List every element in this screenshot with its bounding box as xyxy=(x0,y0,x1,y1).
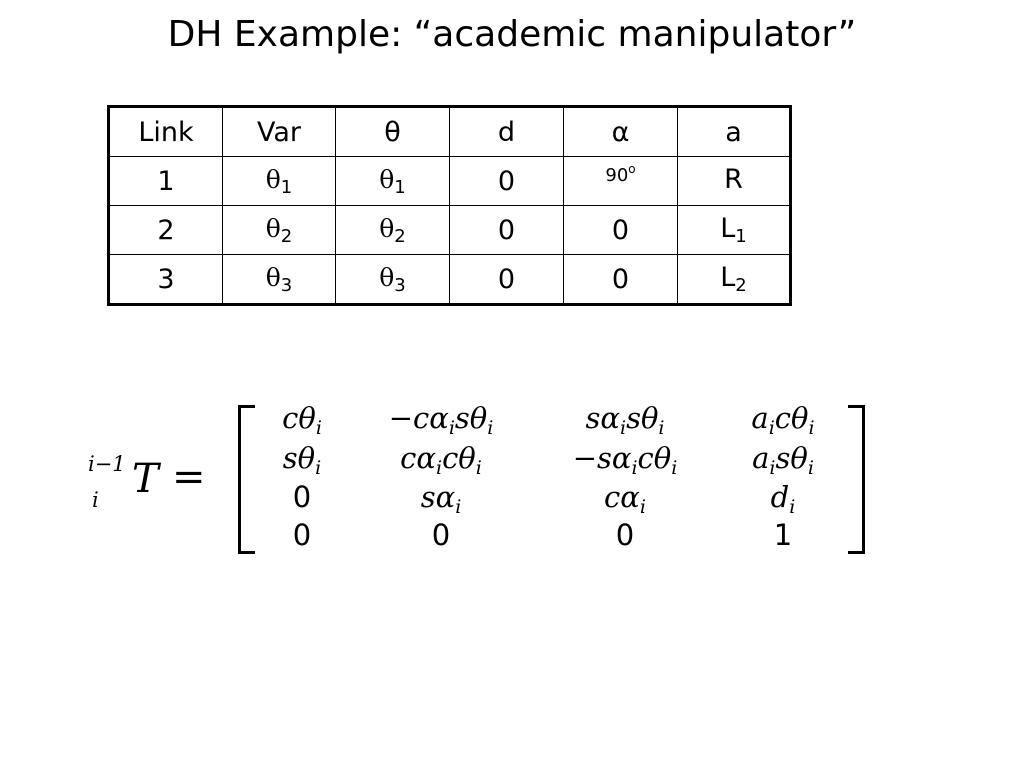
matrix-entry-r1c4: aicθi xyxy=(751,401,815,439)
matrix-entry-r4c1: 0 xyxy=(292,518,312,552)
equals-sign: = xyxy=(172,454,206,500)
cell-var: θ1 xyxy=(222,156,336,206)
header-d: d xyxy=(449,106,564,157)
theta-symbol: θ xyxy=(379,263,395,292)
lhs-pre-subscript: i xyxy=(92,488,99,512)
cell-d: 0 xyxy=(449,156,564,206)
lhs-pre-superscript: i−1 xyxy=(88,452,126,476)
var-symbol: θ xyxy=(265,214,281,243)
matrix-entry-r3c4: di xyxy=(770,480,796,518)
a-value: L xyxy=(720,213,736,244)
cell-d: 0 xyxy=(449,254,564,305)
cell-a: L2 xyxy=(677,254,791,305)
theta-symbol: θ xyxy=(379,165,395,194)
matrix-entry-r1c3: sαisθi xyxy=(585,401,665,439)
cell-a: R xyxy=(677,156,791,206)
var-symbol: θ xyxy=(265,165,281,194)
table-row: 3 θ3 θ3 0 0 L2 xyxy=(108,254,791,305)
cell-theta: θ3 xyxy=(335,254,450,305)
matrix-entry-r2c3: −sαicθi xyxy=(572,441,678,479)
cell-link: 3 xyxy=(108,254,223,305)
matrix-entry-r4c3: 0 xyxy=(615,518,635,552)
left-bracket xyxy=(238,405,255,554)
a-value: L xyxy=(720,262,736,293)
cell-alpha: 0 xyxy=(563,205,678,255)
right-bracket xyxy=(848,405,865,554)
degree-superscript: o xyxy=(628,161,636,176)
matrix-entry-r4c2: 0 xyxy=(431,518,451,552)
matrix-entry-r2c1: sθi xyxy=(282,441,322,479)
matrix-entry-r4c4: 1 xyxy=(773,518,793,552)
var-subscript: 3 xyxy=(280,275,293,296)
header-theta: θ xyxy=(335,106,450,157)
matrix-entry-r3c3: cαi xyxy=(604,480,646,518)
a-subscript: 1 xyxy=(735,226,747,247)
theta-symbol: θ xyxy=(379,214,395,243)
matrix-entry-r2c4: aisθi xyxy=(752,441,814,479)
var-subscript: 2 xyxy=(280,226,293,247)
header-alpha: α xyxy=(563,106,678,157)
matrix-entry-r1c1: cθi xyxy=(282,401,322,439)
theta-subscript: 2 xyxy=(394,226,406,247)
a-subscript: 2 xyxy=(735,275,747,296)
var-symbol: θ xyxy=(265,263,281,292)
slide-title: DH Example: “academic manipulator” xyxy=(167,14,857,55)
cell-link: 1 xyxy=(108,156,223,206)
cell-alpha: 90o xyxy=(563,156,678,206)
a-value: R xyxy=(724,164,743,195)
dh-parameter-table: Link Var θ d α a 1 θ1 θ1 0 90o R 2 θ2 θ2… xyxy=(107,105,792,306)
var-subscript: 1 xyxy=(280,177,293,198)
cell-a: L1 xyxy=(677,205,791,255)
table-row: 1 θ1 θ1 0 90o R xyxy=(108,156,791,206)
table-row: 2 θ2 θ2 0 0 L1 xyxy=(108,205,791,255)
cell-var: θ2 xyxy=(222,205,336,255)
theta-subscript: 3 xyxy=(394,275,406,296)
matrix-entry-r3c1: 0 xyxy=(292,480,312,514)
cell-link: 2 xyxy=(108,205,223,255)
cell-d: 0 xyxy=(449,205,564,255)
matrix-entry-r3c2: sαi xyxy=(420,480,462,518)
theta-subscript: 1 xyxy=(394,177,406,198)
matrix-entry-r1c2: −cαisθi xyxy=(388,401,494,439)
alpha-value: 90 xyxy=(605,164,629,186)
cell-theta: θ2 xyxy=(335,205,450,255)
matrix-entry-r2c2: cαicθi xyxy=(400,441,482,479)
lhs-symbol: T xyxy=(132,456,159,502)
